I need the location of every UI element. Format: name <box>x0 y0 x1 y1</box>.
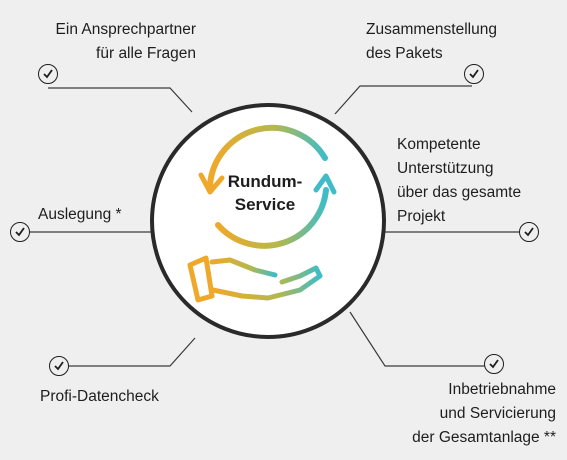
center-circle <box>150 103 386 339</box>
item-auslegung: Auslegung * <box>38 203 122 227</box>
connector-inbetriebnahme <box>349 311 492 367</box>
item-unterstuetzung-line1: Kompetente <box>397 136 481 153</box>
item-inbetriebnahme: Inbetriebnahme und Servicierung der Gesa… <box>380 378 556 450</box>
item-unterstuetzung-line4: Projekt <box>397 208 446 225</box>
check-circle-icon <box>38 64 58 84</box>
connector-zusammenstellung <box>334 85 472 115</box>
item-unterstuetzung-line2: Unterstützung <box>397 160 494 177</box>
item-inbetriebnahme-line1: Inbetriebnahme <box>448 381 556 398</box>
item-datencheck-line1: Profi-Datencheck <box>40 388 159 405</box>
check-circle-icon <box>49 356 69 376</box>
center-title-line1: Rundum- <box>227 172 303 191</box>
item-ansprechpartner-line2: für alle Fragen <box>96 45 196 62</box>
connector-lines <box>30 85 530 367</box>
item-datencheck: Profi-Datencheck <box>40 385 159 409</box>
item-inbetriebnahme-line3: der Gesamtanlage ** <box>412 429 556 446</box>
connector-datencheck <box>60 337 196 367</box>
connector-ansprechpartner <box>48 87 193 113</box>
check-circle-icon <box>484 354 504 374</box>
item-unterstuetzung: Kompetente Unterstützung über das gesamt… <box>397 133 521 229</box>
item-inbetriebnahme-line2: und Servicierung <box>439 405 556 422</box>
check-circle-icon <box>519 222 539 242</box>
item-zusammenstellung-line1: Zusammenstellung <box>366 21 497 38</box>
item-ansprechpartner: Ein Ansprechpartner für alle Fragen <box>30 18 196 66</box>
cycle-arrows-icon <box>198 124 337 249</box>
item-auslegung-line1: Auslegung * <box>38 206 122 223</box>
item-zusammenstellung: Zusammenstellung des Pakets <box>366 18 497 66</box>
check-circle-icon <box>464 64 484 84</box>
center-title-line2: Service <box>234 195 296 214</box>
check-circle-icon <box>10 222 30 242</box>
item-ansprechpartner-line1: Ein Ansprechpartner <box>55 21 196 38</box>
hand-icon <box>187 255 323 303</box>
center-title: Rundum- Service <box>210 170 320 216</box>
item-zusammenstellung-line2: des Pakets <box>366 45 443 62</box>
item-unterstuetzung-line3: über das gesamte <box>397 184 522 201</box>
